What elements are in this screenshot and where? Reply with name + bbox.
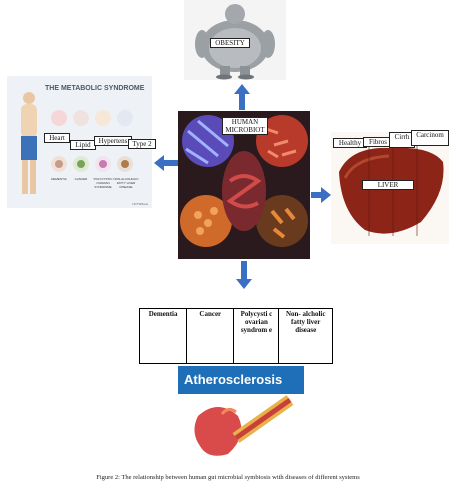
liver-label-healthy: Healthy [333,138,367,148]
metabolic-title: THE METABOLIC SYNDROME [45,85,145,92]
table-cell-dementia: Dementia [138,308,188,364]
metabolic-caption-pcos: POLYCYSTIC OVARIAN SYNDROME [93,177,113,189]
liver-illustration [339,144,444,236]
atherosclerosis-panel: Atherosclerosis [178,366,304,460]
table-cell-cancer: Cancer [186,308,235,364]
microbiota-illustration [180,115,308,247]
obesity-panel: OBESITY [184,0,286,80]
metabolic-credit: NCTSPlans [132,202,148,206]
metabolic-label-lipid: Lipid [70,140,96,150]
metabolic-illustration [21,92,133,194]
human-microbiota-panel: HUMAN MICROBIOT [178,111,310,259]
table-cell-pcos: Polycysti c ovarian syndrom e [233,308,280,364]
atherosclerosis-title: Atherosclerosis [184,372,283,387]
metabolic-caption-dementia: DEMENTIA [51,177,67,181]
liver-name-label: LIVER [362,180,414,190]
metabolic-caption-cancer: CANCER [74,177,88,181]
liver-label-cirrhosis: Cirrh [389,132,415,148]
arrow-down-icon [236,261,252,289]
metabolic-label-type2: Type 2 [128,139,156,149]
metabolic-label-heart: Heart [44,133,70,143]
arrow-right-icon [311,187,331,203]
figure-caption: Figure 2: The relationship between human… [96,474,360,481]
obesity-label: OBESITY [210,38,250,48]
table-cell-nafld: Non- alcholic fatty liver disease [278,308,333,364]
diseases-table: Dementia Cancer Polycysti c ovarian synd… [138,308,333,364]
metabolic-label-hypertension: Hypertens [94,136,132,146]
metabolic-caption-nafld: NON-ALCOHOLIC FATTY LIVER DISEASE [113,177,139,189]
liver-label-carcinoma: Carcinom [411,130,449,146]
center-label: HUMAN MICROBIOT [222,117,268,135]
arrow-left-icon [154,155,178,171]
arrow-up-icon [234,84,250,110]
atherosclerosis-illustration [178,394,304,460]
